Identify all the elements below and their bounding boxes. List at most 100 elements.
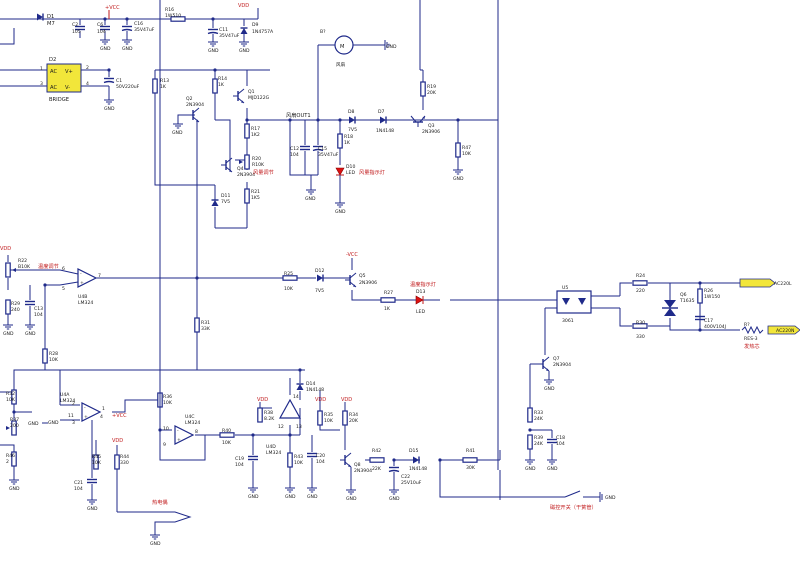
svg-text:3: 3 [72,420,75,426]
svg-text:R32: R32 [6,391,15,397]
led-d10: GND D10 LED 风量指示灯 [334,164,385,215]
svg-text:R39: R39 [534,435,543,441]
svg-text:R25: R25 [284,271,293,277]
svg-text:LM324: LM324 [185,420,200,426]
resistor-r18: R18 1K [337,120,353,165]
resistor-r45: R45 10K [92,440,102,470]
svg-text:VDD: VDD [315,397,326,403]
transistor-q1: Q1 MJD122G [232,88,270,104]
svg-text:C15: C15 [318,146,327,152]
resistor-r29: R29 240 GND [2,299,20,337]
svg-text:1K2: 1K2 [251,132,260,138]
svg-text:104: 104 [316,459,325,465]
capacitor-c17: C17 400V104J [694,315,726,330]
led-d13: D13 LED 温度指示灯 [410,280,436,315]
capacitor-c11: C11 35V47uF GND [207,19,240,54]
svg-text:2: 2 [72,401,75,407]
svg-text:1K: 1K [218,82,225,88]
svg-text:R17: R17 [251,126,260,132]
resistor-r40: R40 10K [219,428,235,446]
svg-text:12: 12 [278,424,284,430]
svg-text:2N3904: 2N3904 [186,102,204,108]
svg-text:R38: R38 [264,410,273,416]
svg-text:GND: GND [48,420,59,426]
fan-out-net: 风扇OUT1 [286,111,311,119]
svg-text:磁控开关（干簧管）: 磁控开关（干簧管） [550,503,597,511]
svg-text:GND: GND [28,421,39,427]
svg-text:10K: 10K [49,357,59,363]
svg-text:35V47uF: 35V47uF [318,152,339,158]
vcc-top: +VCC [105,5,120,19]
svg-text:GND: GND [87,506,98,512]
svg-text:R18: R18 [344,134,353,140]
svg-text:GND: GND [150,541,161,547]
capacitor-c6: C6 104 GND [97,19,111,52]
svg-text:R41: R41 [466,448,475,454]
svg-text:6: 6 [62,266,65,272]
svg-text:1K: 1K [160,84,167,90]
capacitor-c21: C21 104 GND [74,420,98,512]
resistor-r39: R39 24K GND [524,434,544,472]
svg-text:BRIDGE: BRIDGE [49,97,69,103]
svg-text:RES-3: RES-3 [744,336,758,342]
svg-text:D11: D11 [221,193,230,199]
resistor-r16: R16 1W510 [165,7,186,22]
svg-text:30K: 30K [466,465,476,471]
svg-text:VDD: VDD [112,438,123,444]
svg-text:VDD: VDD [238,3,249,9]
svg-text:C12: C12 [290,146,299,152]
resistor-r46: R46 2 GND [6,451,20,492]
capacitor-c12: C12 104 [290,120,311,175]
svg-text:1: 1 [102,406,105,412]
resistor-r33: R33 24K [527,364,544,423]
reed-switch: GND 磁控开关（干簧管） [550,490,616,511]
svg-text:LM324: LM324 [266,450,281,456]
svg-text:LED: LED [346,170,355,176]
svg-text:R?: R? [744,322,750,328]
svg-text:1: 1 [40,66,43,72]
zener-d12: D12 7V5 [315,268,324,294]
svg-text:Q6: Q6 [680,292,687,298]
svg-text:温度调节: 温度调节 [38,262,59,270]
resistor-r25: R25 10K [282,271,316,292]
svg-text:10K: 10K [163,400,173,406]
svg-text:LM324: LM324 [60,398,75,404]
net-ac220n: AC220N [767,325,800,335]
svg-text:D14: D14 [306,381,315,387]
opamp-u4a: U4A LM324 2 3 1 11 4 +VCC GND [48,392,127,426]
svg-text:Q3: Q3 [428,123,435,129]
svg-text:Q2: Q2 [186,96,193,102]
diode-d1: D1 M7 [36,12,55,27]
diode-d7: D7 1N4148 [376,109,410,134]
svg-text:R10K: R10K [252,162,265,168]
svg-text:10K: 10K [284,286,294,292]
svg-text:B10K: B10K [18,264,31,270]
svg-text:GND: GND [305,196,316,202]
capacitor-c20: C20 104 GND [306,435,325,500]
transistor-q5: Q5 2N3906 -VCC [344,252,377,288]
resistor-r13: R13 1K [152,78,169,94]
svg-text:GND: GND [104,106,115,112]
resistor-r36: R36 10K [157,392,173,408]
svg-text:C18: C18 [556,435,565,441]
svg-text:200: 200 [10,423,19,429]
opamp-u4b: 6 5 7 U4B LM324 [59,266,101,306]
svg-text:220: 220 [636,288,645,294]
resistor-r38: VDD R38 8.2K [257,397,275,423]
svg-text:C16: C16 [134,21,143,27]
svg-text:C21: C21 [74,480,83,486]
svg-text:Q7: Q7 [553,356,560,362]
svg-text:4: 4 [86,81,89,87]
svg-text:R40: R40 [222,428,231,434]
svg-text:GND: GND [208,48,219,54]
capacitor-c19: C19 104 GND [235,435,259,500]
svg-text:GND: GND [122,46,133,52]
optocoupler-u5: U5 3061 [544,285,620,355]
resistor-r32: R32 10K [6,389,17,405]
svg-text:+VCC: +VCC [105,5,120,11]
svg-text:R29: R29 [11,301,20,307]
svg-text:GND: GND [172,130,183,136]
svg-text:R36: R36 [163,394,172,400]
svg-text:U4B: U4B [78,294,87,300]
